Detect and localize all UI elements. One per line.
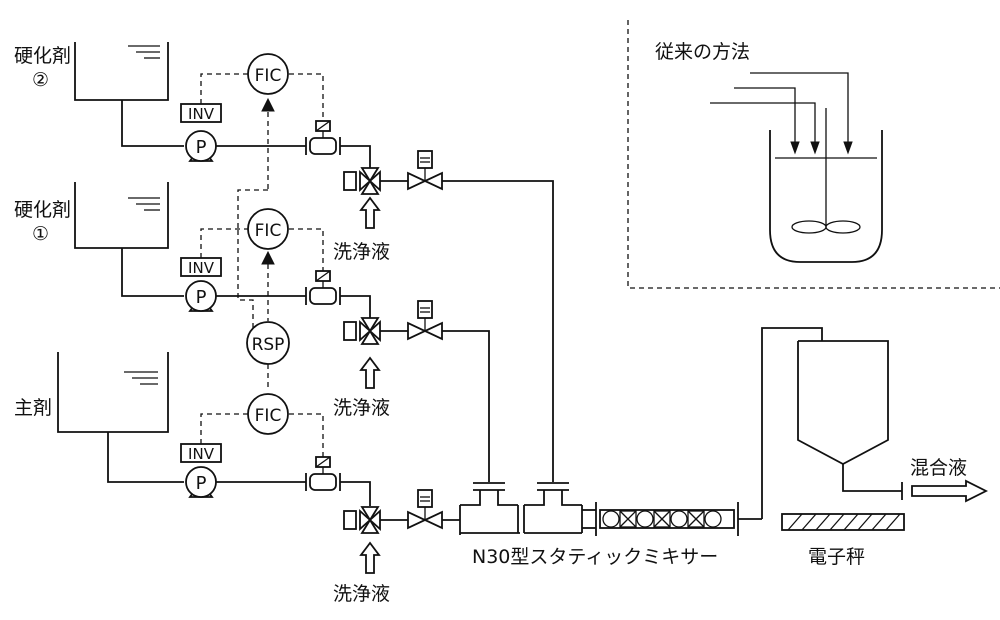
- output-label: 混合液: [910, 457, 967, 479]
- svg-text:INV: INV: [188, 105, 215, 123]
- static-mixer: [582, 502, 762, 536]
- pipe-mixer-to-hopper: [761, 327, 823, 519]
- svg-text:INV: INV: [188, 445, 215, 463]
- flow-control-unit-3: [305, 456, 371, 506]
- pipe-hardener-1-to-mixer: [442, 330, 490, 482]
- inverter-box-1: INV: [180, 103, 222, 123]
- wash-arrow-1: [359, 196, 381, 229]
- wash-arrow-3: [359, 541, 381, 574]
- svg-text:FIC: FIC: [255, 221, 282, 241]
- control-signal-lines: [200, 73, 324, 457]
- wash-liquid-label-3: 洗浄液: [333, 583, 390, 605]
- fic-controller-3: FIC: [247, 393, 289, 435]
- svg-text:INV: INV: [188, 259, 215, 277]
- pump-2: P: [185, 280, 217, 312]
- tank-hardener-2: [74, 42, 169, 101]
- svg-text:P: P: [196, 137, 207, 158]
- conventional-tank: [769, 108, 883, 263]
- wash-liquid-label-1: 洗浄液: [333, 241, 390, 263]
- svg-text:FIC: FIC: [255, 66, 282, 86]
- svg-text:P: P: [196, 287, 207, 308]
- pump-1: P: [185, 130, 217, 162]
- tank-hardener-2-label: 硬化剤: [14, 45, 71, 67]
- inverter-box-3: INV: [180, 443, 222, 463]
- pipe-main-agent: [107, 432, 184, 483]
- tank-hardener-1-label: 硬化剤: [14, 199, 71, 221]
- conventional-feed-lines: [710, 72, 853, 155]
- solenoid-valve-1: [407, 150, 443, 191]
- three-way-valve-3: [343, 506, 408, 534]
- three-way-valve-2: [343, 317, 408, 345]
- receiving-hopper: [797, 340, 903, 500]
- fic-controller-2: FIC: [247, 208, 289, 250]
- setpoint-arrow-2: [261, 250, 275, 265]
- electronic-scale-label: 電子秤: [808, 546, 865, 568]
- svg-text:FIC: FIC: [255, 406, 282, 426]
- fic-controller-1: FIC: [247, 53, 289, 95]
- output-arrow: [911, 479, 989, 503]
- setpoint-arrow-1: [261, 97, 275, 112]
- conventional-method-label: 従来の方法: [655, 41, 750, 63]
- pipe-hardener-1: [121, 248, 184, 297]
- conventional-method-frame: [627, 20, 1000, 289]
- solenoid-valve-3: [407, 489, 443, 530]
- mixer-tee-2: [523, 482, 583, 534]
- svg-text:P: P: [196, 473, 207, 494]
- tank-hardener-1: [74, 182, 169, 249]
- flow-control-unit-2: [305, 270, 371, 318]
- tank-hardener-1-number: ①: [32, 223, 49, 245]
- wash-liquid-label-2: 洗浄液: [333, 397, 390, 419]
- static-mixer-label: N30型スタティックミキサー: [472, 546, 718, 568]
- pipe-hardener-2-to-mixer: [442, 180, 554, 482]
- mixer-tee-1: [459, 482, 520, 535]
- rsp-ratio-setter: RSP: [246, 321, 290, 365]
- three-way-valve-1: [343, 167, 408, 195]
- flow-control-unit-1: [305, 120, 371, 168]
- tank-hardener-2-number: ②: [32, 69, 49, 91]
- electronic-scale: [781, 513, 905, 531]
- svg-text:RSP: RSP: [252, 335, 285, 355]
- wash-arrow-2: [359, 356, 381, 389]
- inverter-box-2: INV: [180, 257, 222, 277]
- solenoid-valve-2: [407, 300, 443, 341]
- pipe-hardener-2: [121, 100, 184, 147]
- pump-3: P: [185, 466, 217, 498]
- tank-main-agent: [57, 352, 169, 433]
- tank-main-agent-label: 主剤: [14, 397, 52, 419]
